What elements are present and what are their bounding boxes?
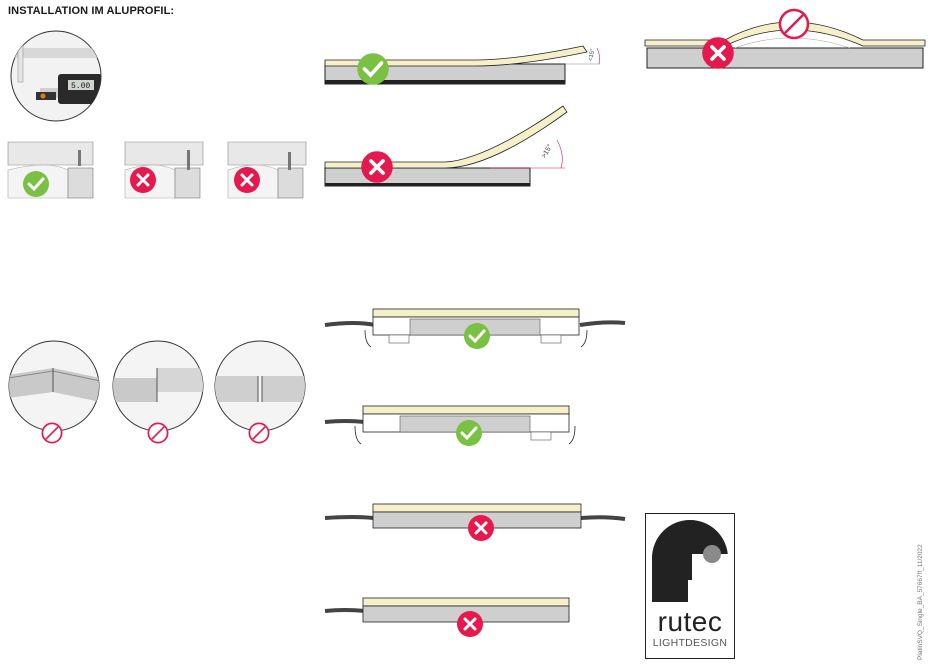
error-cross-icon xyxy=(456,610,484,638)
ok-check-icon xyxy=(455,419,483,447)
profile-joint-circle-3 xyxy=(214,340,306,432)
ok-check-icon xyxy=(356,52,390,86)
prohibited-icon xyxy=(248,422,270,444)
error-cross-icon xyxy=(129,166,157,194)
section-heading: INSTALLATION IM ALUPROFIL: xyxy=(8,5,174,17)
caliper-readout: 5.00 xyxy=(71,82,90,91)
prohibited-icon xyxy=(41,422,63,444)
rutec-logo-mark xyxy=(652,520,728,602)
ok-check-icon xyxy=(463,322,491,350)
prohibited-icon xyxy=(147,422,169,444)
caliper-measurement-illustration: 5.00 xyxy=(10,30,102,122)
logo-subtitle: LIGHTDESIGN xyxy=(646,637,734,649)
cable-exit-diagram-one-end-wrong xyxy=(325,595,575,629)
error-cross-icon xyxy=(233,166,261,194)
error-cross-icon xyxy=(701,36,735,70)
error-cross-icon xyxy=(467,514,495,542)
error-cross-icon xyxy=(360,150,394,184)
rutec-logo: rutec LIGHTDESIGN xyxy=(645,513,735,659)
mounting-thumbnail-wrong-2 xyxy=(218,140,310,200)
ok-check-icon xyxy=(22,170,50,198)
prohibited-icon xyxy=(778,8,810,40)
profile-joint-circle-1 xyxy=(8,340,100,432)
profile-joint-circle-2 xyxy=(112,340,204,432)
logo-wordmark: rutec xyxy=(646,606,734,638)
document-code: PlatinSVQ_Single_BA_57667ff_11/2022 xyxy=(917,520,924,660)
